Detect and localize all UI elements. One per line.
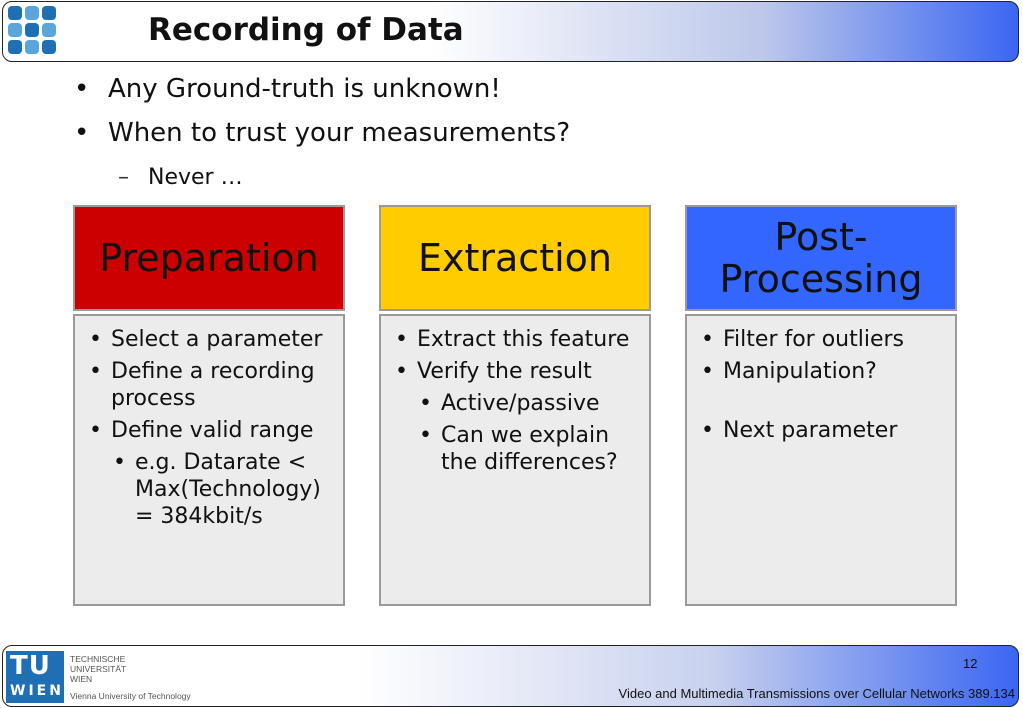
column-heading: Preparation: [73, 205, 345, 311]
bullet-icon: •: [89, 418, 102, 443]
bullet-icon: •: [419, 391, 432, 416]
list-item: •Next parameter: [701, 418, 898, 443]
list-item: •Define a recording process: [89, 359, 315, 411]
bullet-icon: •: [701, 327, 714, 352]
bullet-icon: •: [701, 359, 714, 384]
slide-title: Recording of Data: [148, 12, 464, 48]
list-item: •Verify the result: [395, 359, 592, 384]
column-extraction: Extraction •Extract this feature •Verify…: [379, 205, 651, 606]
sub-bullet: –Never …: [118, 165, 243, 190]
list-item: •Can we explain the differences?: [419, 423, 618, 475]
tu-logo-mark: TU WIEN: [6, 651, 64, 703]
dash-icon: –: [118, 165, 129, 190]
list-item: •Extract this feature: [395, 327, 630, 352]
bullet-item: •Any Ground-truth is unknown!: [74, 74, 501, 104]
bullet-icon: •: [89, 327, 102, 352]
bullet-icon: •: [89, 359, 102, 384]
list-item: •Manipulation?: [701, 359, 877, 384]
title-bar: [2, 1, 1019, 62]
bullet-icon: •: [74, 74, 90, 104]
list-item: •e.g. Datarate < Max(Technology) = 384kb…: [113, 450, 321, 529]
tu-wien-logo: TU WIEN TECHNISCHE UNIVERSITÄT WIEN Vien…: [6, 651, 199, 703]
bullet-icon: •: [419, 423, 432, 448]
bullet-icon: •: [395, 327, 408, 352]
column-heading: Post-Processing: [685, 205, 957, 311]
column-body: •Select a parameter •Define a recording …: [73, 314, 345, 606]
list-item: •Active/passive: [419, 391, 600, 416]
list-item: •Filter for outliers: [701, 327, 905, 352]
column-post-processing: Post-Processing •Filter for outliers •Ma…: [685, 205, 957, 606]
bullet-item: •When to trust your measurements?: [74, 118, 571, 148]
column-body: •Filter for outliers •Manipulation? •Nex…: [685, 314, 957, 606]
institute-logo-icon: [8, 6, 56, 54]
column-heading: Extraction: [379, 205, 651, 311]
logo-text-tu: TU: [10, 651, 51, 681]
list-item: •Define valid range: [89, 418, 314, 443]
page-number: 12: [963, 656, 978, 671]
list-item: •Select a parameter: [89, 327, 323, 352]
main-bullets: •Any Ground-truth is unknown! •When to t…: [70, 74, 570, 162]
logo-subtitle: Vienna University of Technology: [70, 691, 191, 701]
logo-text-wien: WIEN: [10, 683, 64, 699]
bullet-icon: •: [74, 118, 90, 148]
logo-wordmark: TECHNISCHE UNIVERSITÄT WIEN: [70, 654, 127, 684]
column-preparation: Preparation •Select a parameter •Define …: [73, 205, 345, 606]
bullet-icon: •: [395, 359, 408, 384]
course-title: Video and Multimedia Transmissions over …: [618, 686, 1015, 701]
bullet-icon: •: [113, 450, 126, 475]
bullet-icon: •: [701, 418, 714, 443]
column-body: •Extract this feature •Verify the result…: [379, 314, 651, 606]
